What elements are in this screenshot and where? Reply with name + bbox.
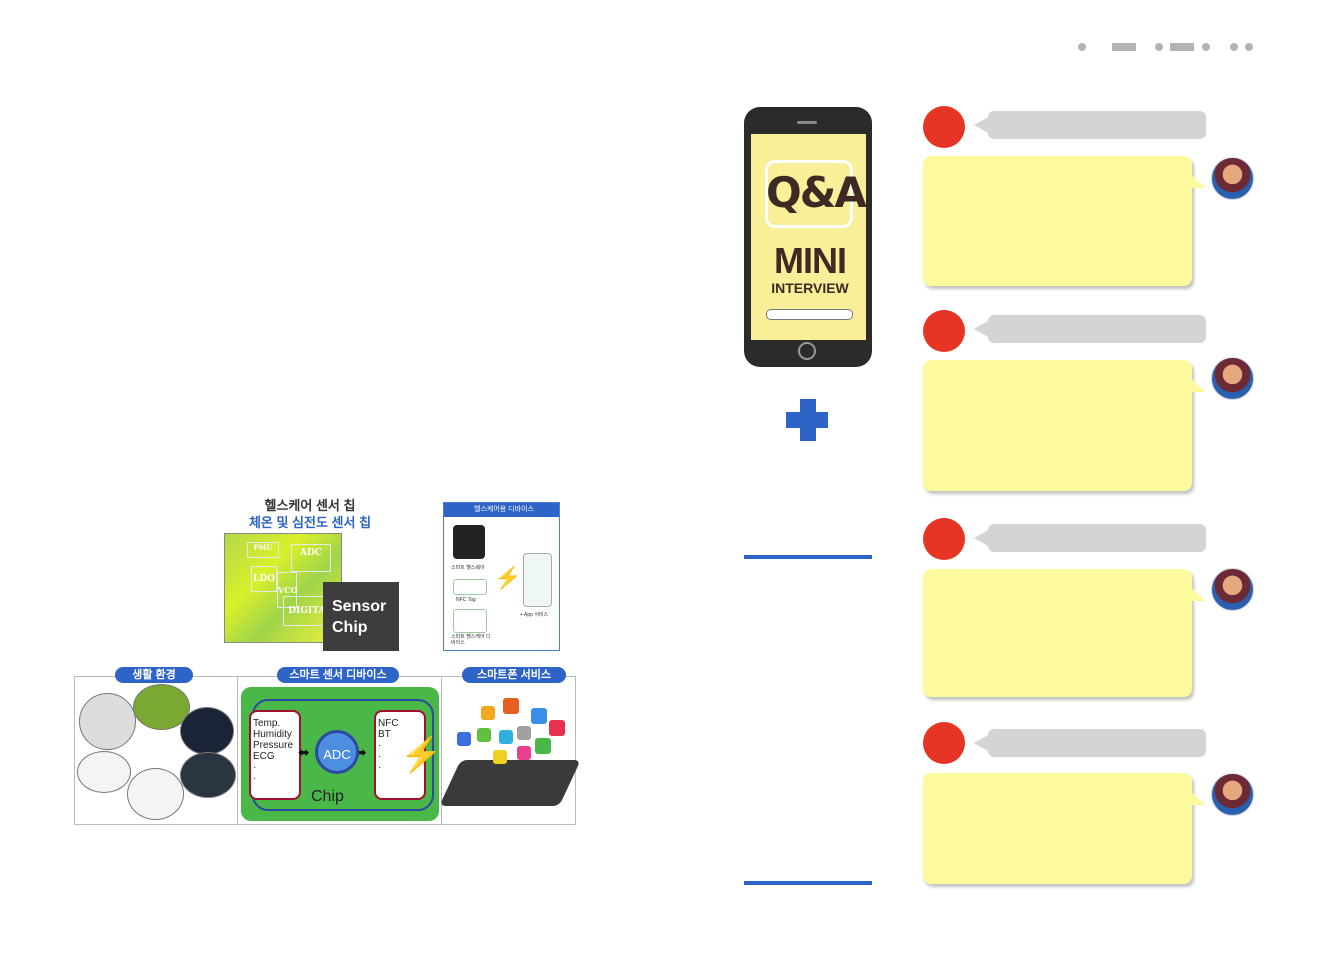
figure-subtitle: 체온 및 심전도 센서 칩 xyxy=(248,515,372,530)
answer-bubble-tail xyxy=(1190,378,1206,392)
interviewee-avatar xyxy=(1211,157,1254,200)
interview-label: INTERVIEW xyxy=(771,280,849,296)
shirts-image xyxy=(127,768,184,820)
wireless-bolt-icon: ⚡ xyxy=(494,565,522,590)
answer-bubble xyxy=(923,360,1192,491)
question-bubble-tail xyxy=(974,320,990,338)
answer-bubble-tail xyxy=(1190,791,1206,805)
question-marker xyxy=(923,106,965,148)
sensor-item: Pressure xyxy=(253,740,294,751)
comm-item: · xyxy=(378,762,382,773)
sensor-item: · xyxy=(253,762,257,773)
panel-title-smartphone-service: 스마트폰 서비스 xyxy=(462,667,566,683)
phone-home-button xyxy=(798,342,816,360)
qa-label: Q&A xyxy=(766,168,867,217)
pager-dot xyxy=(1202,43,1210,51)
nfc-tag-icon xyxy=(453,579,487,595)
question-bubble xyxy=(988,524,1206,552)
pager-dot xyxy=(1078,43,1086,51)
speech-bubble-frame xyxy=(765,160,853,228)
pager-dash xyxy=(1170,43,1194,51)
device-icon xyxy=(453,609,487,633)
die-block-ldo: LDO xyxy=(251,566,277,592)
question-bubble-tail xyxy=(974,734,990,752)
divider-line xyxy=(744,881,872,885)
die-block-pmu: PMU xyxy=(247,542,279,558)
app-icons-cluster xyxy=(457,698,567,764)
question-bubble-tail xyxy=(974,116,990,134)
sensor-list-box: Temp. Humidity Pressure ECG · · xyxy=(249,710,301,800)
question-marker xyxy=(923,722,965,764)
pager-dot xyxy=(1155,43,1163,51)
comm-item: NFC xyxy=(378,718,399,729)
comm-list-box: NFC BT · · · xyxy=(374,710,426,800)
answer-bubble xyxy=(923,156,1192,286)
smartphone-image xyxy=(439,760,581,806)
bidirectional-arrow-icon: ⬌ xyxy=(355,744,367,760)
tshirt-icon xyxy=(453,525,485,559)
adc-block: ADC xyxy=(315,730,359,774)
question-bubble xyxy=(988,729,1206,757)
chip-label: Chip xyxy=(311,788,344,805)
sensor-chip-line1: Sensor xyxy=(332,598,387,615)
answer-bubble-tail xyxy=(1190,174,1206,188)
pager-dash xyxy=(1112,43,1136,51)
app-service-label: + App 서비스 xyxy=(520,612,549,618)
answer-bubble xyxy=(923,569,1192,697)
wireless-bolt-icon: ⚡ xyxy=(400,736,443,774)
city-night-image xyxy=(180,707,234,755)
sensor-item: ECG xyxy=(253,751,275,762)
question-bubble-tail xyxy=(974,529,990,547)
home-interior-image xyxy=(79,693,136,750)
phone-image xyxy=(77,751,131,793)
die-block-vco: VCO xyxy=(277,572,298,608)
phone-screen-bar xyxy=(766,309,853,320)
sensor-chip-line2: Chip xyxy=(332,619,368,636)
pager-dot xyxy=(1245,43,1253,51)
car-image xyxy=(180,752,236,798)
question-bubble xyxy=(988,111,1206,139)
phone-speaker xyxy=(797,121,817,124)
comm-item: · xyxy=(378,740,382,751)
device-item-label: 스마트 헬스웨어 xyxy=(451,565,485,571)
die-block-adc: ADC xyxy=(291,544,331,572)
tea-field-image xyxy=(133,684,190,730)
interviewee-avatar xyxy=(1211,773,1254,816)
device-item-label: NFC Tag xyxy=(456,597,476,603)
pager-dot xyxy=(1230,43,1238,51)
smartphone-icon xyxy=(523,553,552,607)
question-marker xyxy=(923,518,965,560)
mini-label: MINI xyxy=(774,240,847,281)
bidirectional-arrow-icon: ⬌ xyxy=(298,744,310,760)
divider-line xyxy=(744,555,872,559)
interviewee-avatar xyxy=(1211,568,1254,611)
answer-bubble xyxy=(923,773,1192,884)
sensor-chip-label: Sensor Chip xyxy=(323,582,399,651)
answer-bubble-tail xyxy=(1190,587,1206,601)
sensor-item: Humidity xyxy=(253,729,292,740)
sensor-item: · xyxy=(253,773,257,784)
healthcare-device-card: 헬스케어용 디바이스 스마트 헬스웨어 NFC Tag 스마트 헬스케어 디바이… xyxy=(443,502,560,651)
figure-title: 헬스케어 센서 칩 xyxy=(264,498,356,513)
panel-title-environment: 생활 환경 xyxy=(115,667,193,683)
comm-item: · xyxy=(378,751,382,762)
interviewee-avatar xyxy=(1211,357,1254,400)
question-bubble xyxy=(988,315,1206,343)
panel-title-sensor-device: 스마트 센서 디바이스 xyxy=(277,667,399,683)
comm-item: BT xyxy=(378,729,391,740)
plus-icon xyxy=(786,412,828,428)
device-item-label: 스마트 헬스케어 디바이스 xyxy=(451,634,491,646)
sensor-item: Temp. xyxy=(253,718,281,729)
device-card-header: 헬스케어용 디바이스 xyxy=(444,503,559,517)
question-marker xyxy=(923,310,965,352)
page-indicator xyxy=(1075,41,1265,53)
